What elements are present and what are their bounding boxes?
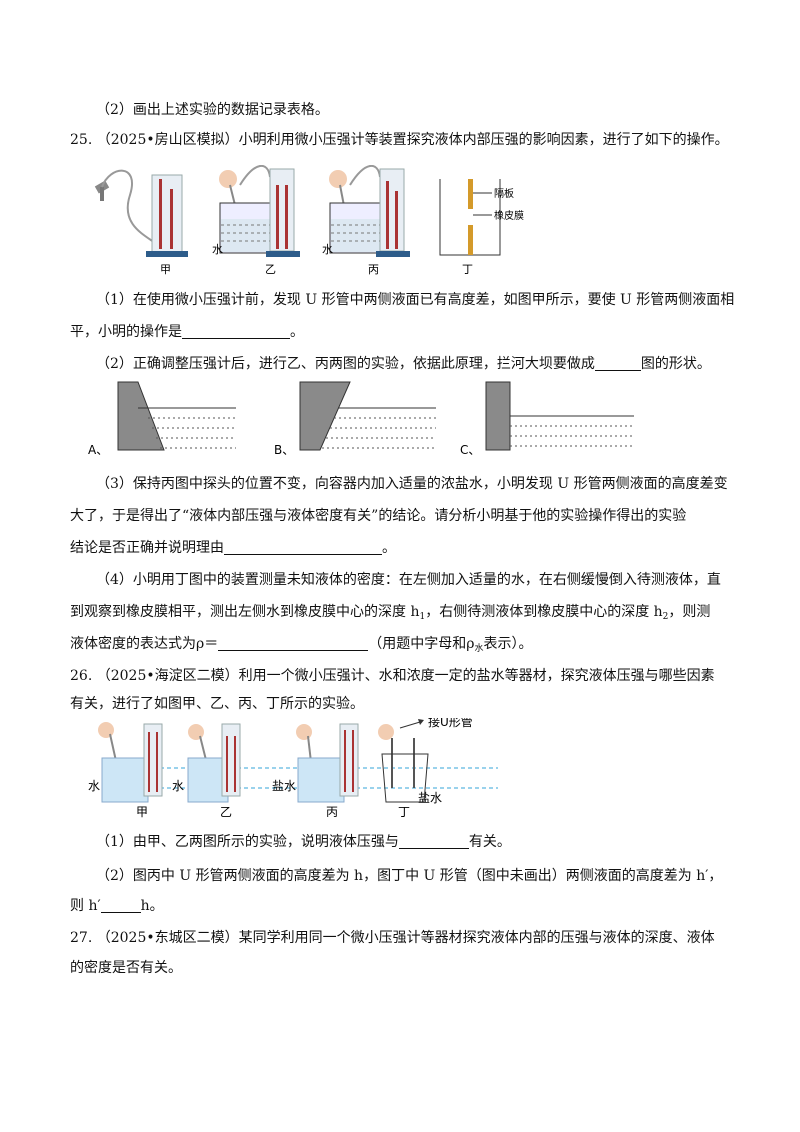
q25-number: 25. xyxy=(70,132,93,148)
q26-label-jia: 甲 xyxy=(136,805,148,819)
q26-stem-a: 利用一个微小压强计、水和浓度一定的盐水等器材，探究液体压强与哪些因素 xyxy=(238,668,715,684)
q26-label-water-yi: 水 xyxy=(172,779,184,793)
figure-bing: 水 丙 xyxy=(322,165,410,276)
label-partition: 隔板 xyxy=(494,187,514,200)
q25-header: 25. （2025•房山区模拟）小明利用微小压强计等装置探究液体内部压强的影响因… xyxy=(70,130,729,150)
q27-number: 27. xyxy=(70,930,93,946)
q26-figure-ding: 接U形管 盐水 丁 xyxy=(378,718,473,819)
dam-label-a: A、 xyxy=(88,443,108,457)
q25-p4-b-line: 到观察到橡皮膜相平，测出左侧水到橡皮膜中心的深度 h1，右侧待测液体到橡皮膜中心… xyxy=(70,602,710,627)
q26-figure-jia: 水 甲 xyxy=(88,722,163,819)
q25-p1-b-line: 平，小明的操作是 。 xyxy=(70,322,304,342)
q25-p4-c1: 液体密度的表达式为ρ＝ xyxy=(70,636,219,652)
q26-p1-blank xyxy=(398,832,469,849)
q25-p4-b1: 到观察到橡皮膜相平，测出左侧水到橡皮膜中心的深度 h xyxy=(70,604,420,620)
q25-p1-blank xyxy=(182,322,290,339)
label-ding: 丁 xyxy=(462,263,473,276)
label-yi: 乙 xyxy=(265,263,276,276)
q27-source: （2025•东城区二模） xyxy=(96,930,239,946)
q25-p4-c3: 表示）。 xyxy=(483,636,533,652)
q26-number: 26. xyxy=(70,668,93,684)
label-membrane: 橡皮膜 xyxy=(494,209,524,222)
q25-p2-b: 图的形状。 xyxy=(640,356,711,372)
q26-p2-a: （2）图丙中 U 形管两侧液面的高度差为 h，图丁中 U 形管（图中未画出）两侧… xyxy=(96,868,723,884)
q27-stem-a: 某同学利用同一个微小压强计等器材探究液体内部的压强与液体的深度、液体 xyxy=(238,930,715,946)
q26-p2-b1: 则 h′ xyxy=(70,898,101,914)
q26-p2-b-line: 则 h′ h。 xyxy=(70,896,164,916)
label-water-bing: 水 xyxy=(322,243,333,256)
q25-figure: 水 乙 水 丙 隔板 橡皮膜 丁 甲 xyxy=(94,165,524,276)
q26-label-water-jia: 水 xyxy=(88,779,100,793)
q26-p1-b: 有关。 xyxy=(468,834,511,850)
figure-ding: 隔板 橡皮膜 丁 xyxy=(439,179,524,276)
q25-p3-a: （3）保持丙图中探头的位置不变，向容器内加入适量的浓盐水，小明发现 U 形管两侧… xyxy=(96,476,728,492)
q25-p4-b3: ，则测 xyxy=(668,604,711,620)
q25-p3-c-line: 结论是否正确并说明理由 。 xyxy=(70,538,396,558)
q25-p2-blank xyxy=(594,354,641,371)
q25-p4-b2: ，右侧待测液体到橡皮膜中心的深度 h xyxy=(425,604,663,620)
q25-p4-b-sub1: 1 xyxy=(419,612,426,622)
q25-p3-blank xyxy=(224,538,382,555)
q26-p2-blank xyxy=(100,896,141,913)
q25-p2-a: （2）正确调整压强计后，进行乙、丙两图的实验，依据此原理，拦河大坝要做成 xyxy=(96,356,595,372)
q26-header: 26. （2025•海淀区二模）利用一个微小压强计、水和浓度一定的盐水等器材，探… xyxy=(70,666,715,686)
q26-label-ding: 丁 xyxy=(398,805,410,819)
q24-line-2: （2）画出上述实验的数据记录表格。 xyxy=(96,102,329,118)
q26-label-bing: 丙 xyxy=(326,805,338,819)
label-bing: 丙 xyxy=(368,263,379,276)
q25-p4-b-sub2: 2 xyxy=(662,612,669,622)
q25-p1-c: 。 xyxy=(290,324,304,340)
q26-p2-b2: h。 xyxy=(140,898,164,914)
q26-p1-line: （1）由甲、乙两图所示的实验，说明液体压强与 有关。 xyxy=(96,832,511,852)
q25-p4-a: （4）小明用丁图中的装置测量未知液体的密度：在左侧加入适量的水，在右侧缓慢倒入待… xyxy=(96,572,721,588)
q27-header: 27. （2025•东城区二模）某同学利用同一个微小压强计等器材探究液体内部的压… xyxy=(70,928,715,948)
figure-yi: 水 乙 xyxy=(212,165,300,276)
q25-p3-b: 大了，于是得出了“液体内部压强与液体密度有关”的结论。请分析小明基于他的实验操作… xyxy=(70,508,687,524)
dam-c: C、 xyxy=(460,381,634,457)
q25-p1-a: （1）在使用微小压强计前，发现 U 形管中两侧液面已有高度差，如图甲所示，要使 … xyxy=(96,292,735,308)
q26-source: （2025•海淀区二模） xyxy=(96,668,239,684)
figure-jia xyxy=(94,169,188,257)
q25-p4-blank xyxy=(218,634,369,651)
q27-stem-b: 的密度是否有关。 xyxy=(70,960,182,976)
q26-figure: 水 甲 水 乙 盐水 丙 接U形管 盐水 丁 xyxy=(88,718,498,819)
q26-stem-b: 有关，进行了如图甲、乙、丙、丁所示的实验。 xyxy=(70,696,364,712)
q25-p4-c-sub: 水 xyxy=(474,644,484,654)
q26-label-brine-bing: 盐水 xyxy=(272,779,296,793)
dam-a: A、 xyxy=(88,381,236,457)
q25-p4-c-line: 液体密度的表达式为ρ＝ （用题中字母和ρ水表示）。 xyxy=(70,634,532,659)
label-water-yi: 水 xyxy=(212,243,223,256)
dam-label-b: B、 xyxy=(274,443,294,457)
q25-p4-c2: （用题中字母和ρ xyxy=(368,636,475,652)
q25-stem: 小明利用微小压强计等装置探究液体内部压强的影响因素，进行了如下的操作。 xyxy=(238,132,729,148)
q25-p3-c: 结论是否正确并说明理由 xyxy=(70,540,224,556)
dam-options: A、 B、 C、 xyxy=(88,381,634,457)
q25-p1-b: 平，小明的操作是 xyxy=(70,324,182,340)
dam-b: B、 xyxy=(274,381,436,457)
q26-p1-a: （1）由甲、乙两图所示的实验，说明液体压强与 xyxy=(96,834,399,850)
dam-label-c: C、 xyxy=(460,443,480,457)
q26-figure-bing: 盐水 丙 xyxy=(272,723,359,819)
q26-figure-yi: 水 乙 xyxy=(172,723,241,819)
label-jia: 甲 xyxy=(160,263,171,276)
q26-label-connect: 接U形管 xyxy=(428,718,473,729)
q26-label-brine-ding: 盐水 xyxy=(418,791,442,805)
q25-source: （2025•房山区模拟） xyxy=(96,132,239,148)
q26-label-yi: 乙 xyxy=(220,805,232,819)
q25-p2-line: （2）正确调整压强计后，进行乙、丙两图的实验，依据此原理，拦河大坝要做成 图的形状… xyxy=(96,354,711,374)
q25-p3-d: 。 xyxy=(382,540,396,556)
